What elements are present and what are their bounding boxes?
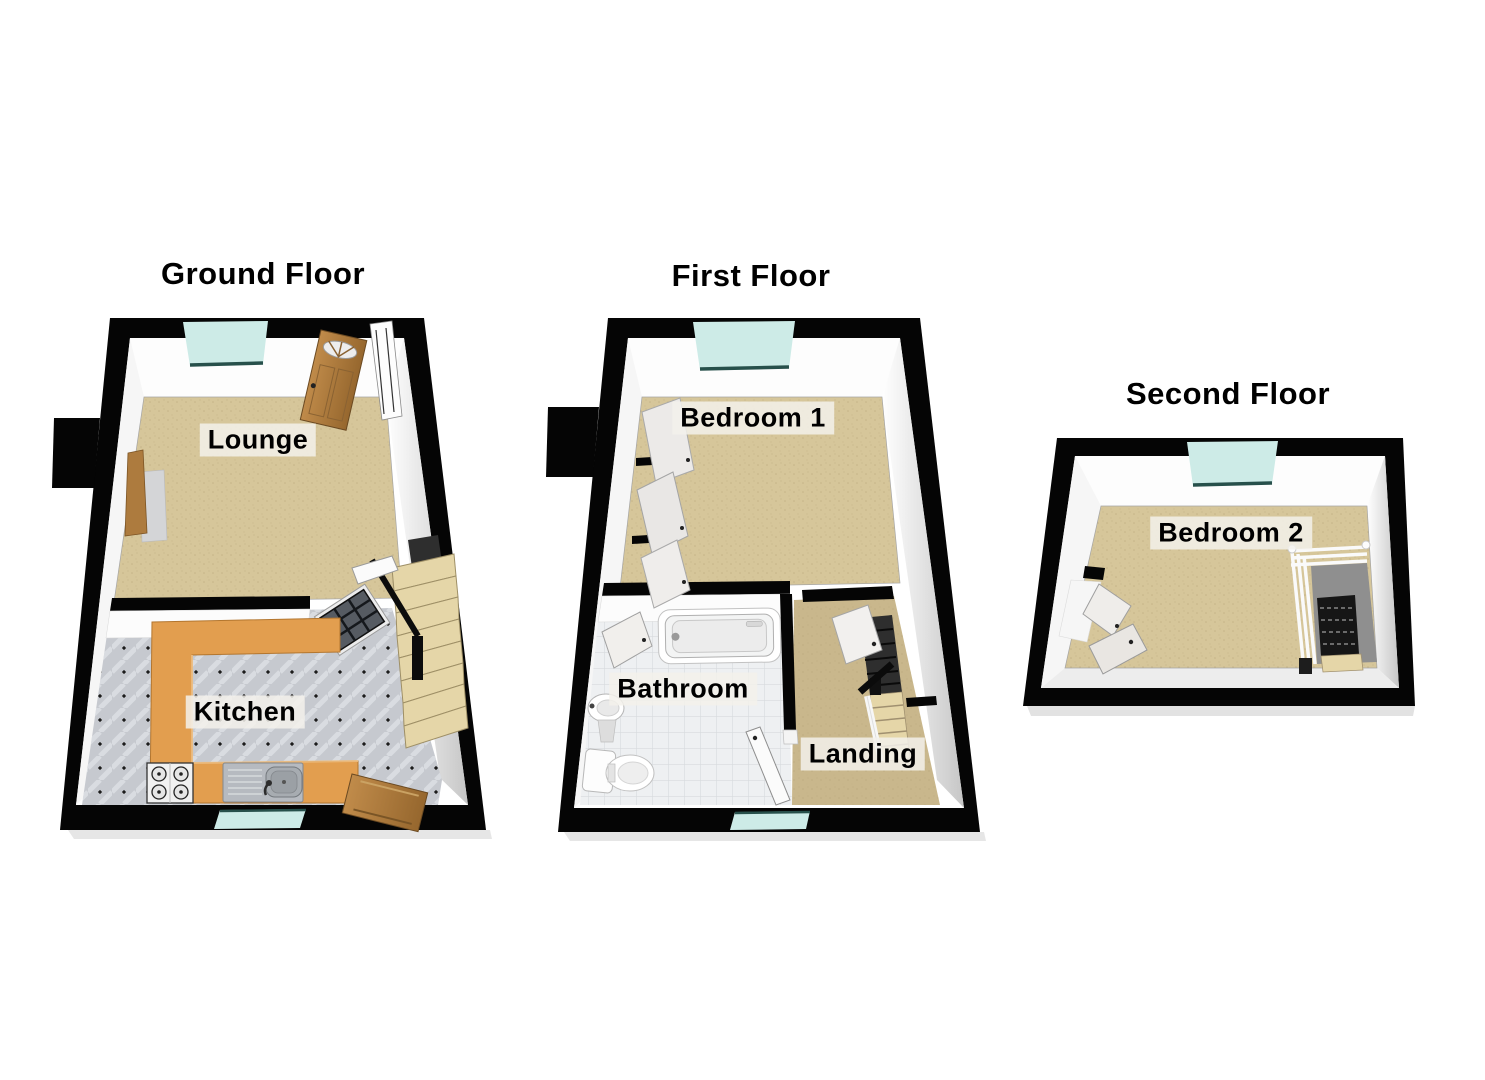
second-shadow xyxy=(1027,706,1415,716)
first-chimney-bump xyxy=(546,407,599,477)
room-label-bedroom1: Bedroom 1 xyxy=(672,401,834,435)
toilet xyxy=(581,748,655,794)
landing-bathroom-open-door xyxy=(745,726,791,806)
lounge-kitchen-wall xyxy=(110,596,310,611)
floor-title-first: First Floor xyxy=(671,258,831,293)
kitchen-sink xyxy=(222,762,304,803)
ground-shadow xyxy=(68,830,492,839)
room-label-lounge: Lounge xyxy=(199,423,317,457)
kitchen-window xyxy=(214,808,307,829)
bathroom-door xyxy=(601,611,653,669)
bathtub xyxy=(657,607,782,665)
ground-floor-plan xyxy=(52,318,492,839)
first-east-wall-face xyxy=(882,338,964,808)
ground-stair-newel-post xyxy=(412,636,423,680)
bedroom1-floor xyxy=(619,396,901,589)
lounge-sideboard xyxy=(124,449,148,537)
front-door-frame xyxy=(369,320,403,421)
back-door xyxy=(341,773,429,833)
understairs-door xyxy=(351,555,399,585)
bedroom1-divider-wall xyxy=(602,581,790,596)
floor-title-second: Second Floor xyxy=(1125,376,1331,411)
hob xyxy=(146,762,194,804)
first-floor-plan xyxy=(546,318,986,841)
room-label-kitchen: Kitchen xyxy=(185,695,305,729)
bedroom2-stub-wall xyxy=(1083,566,1105,580)
room-label-bathroom: Bathroom xyxy=(609,672,757,706)
ground-west-wall-face xyxy=(76,338,144,805)
bathroom-landing-wall xyxy=(780,594,796,730)
bedroom2-window xyxy=(1187,441,1278,487)
second-floor-plan xyxy=(1023,438,1415,716)
front-door xyxy=(299,329,368,431)
landing-divider-wall xyxy=(802,586,894,602)
bedroom2-stub-face xyxy=(1058,579,1102,643)
bathroom-landing-wall-cap xyxy=(782,729,799,745)
bedroom1-window xyxy=(693,321,795,371)
ground-chimney-bump xyxy=(52,418,100,488)
bedroom2-door xyxy=(1082,583,1148,675)
landing-stub-wall xyxy=(906,696,937,707)
landing-door xyxy=(831,604,883,665)
floor-title-ground: Ground Floor xyxy=(160,256,366,291)
ground-staircase xyxy=(391,535,469,749)
first-shadow xyxy=(564,832,986,841)
stair-railing xyxy=(1287,540,1371,674)
room-label-bedroom2: Bedroom 2 xyxy=(1150,516,1312,550)
bathroom-window xyxy=(730,810,811,830)
second-west-wall-face xyxy=(1041,456,1101,688)
second-stairwell xyxy=(1311,563,1377,673)
first-west-wall-face xyxy=(574,338,642,808)
lounge-window xyxy=(183,321,268,367)
room-label-landing: Landing xyxy=(800,737,926,771)
